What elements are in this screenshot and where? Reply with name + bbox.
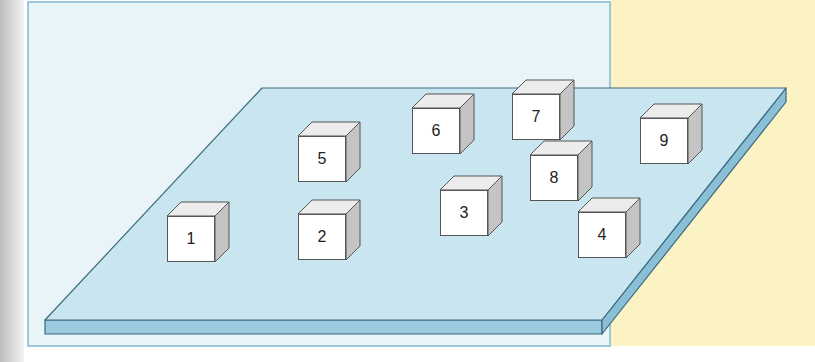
slab-top [45, 88, 786, 320]
cube-face: 9 [640, 118, 688, 164]
cube-number: 1 [187, 230, 196, 248]
cube-face: 7 [512, 94, 560, 140]
cube-side [578, 141, 592, 201]
cube-number: 7 [532, 108, 541, 126]
cube-face: 1 [167, 216, 215, 262]
page-gutter [0, 0, 24, 362]
cube-side [460, 94, 474, 154]
cube-face: 5 [298, 136, 346, 182]
cube-face: 8 [530, 155, 578, 201]
cube-face: 6 [412, 108, 460, 154]
cube-number: 8 [550, 169, 559, 187]
cube-side [488, 176, 502, 236]
cube-face: 4 [578, 212, 626, 258]
cube-number: 3 [460, 204, 469, 222]
cube-side [346, 200, 360, 260]
cube-number: 4 [598, 226, 607, 244]
cube-side [626, 198, 640, 258]
slab-front [45, 320, 602, 334]
cube-number: 9 [660, 132, 669, 150]
cube-face: 3 [440, 190, 488, 236]
cube-side [560, 80, 574, 140]
cube-number: 5 [318, 150, 327, 168]
cube-number: 6 [432, 122, 441, 140]
slab [45, 88, 786, 334]
cube-face: 2 [298, 214, 346, 260]
cube-side [346, 122, 360, 182]
cube-faces [167, 80, 702, 262]
cube-number: 2 [318, 228, 327, 246]
cube-side [688, 104, 702, 164]
cube-side [215, 202, 229, 262]
